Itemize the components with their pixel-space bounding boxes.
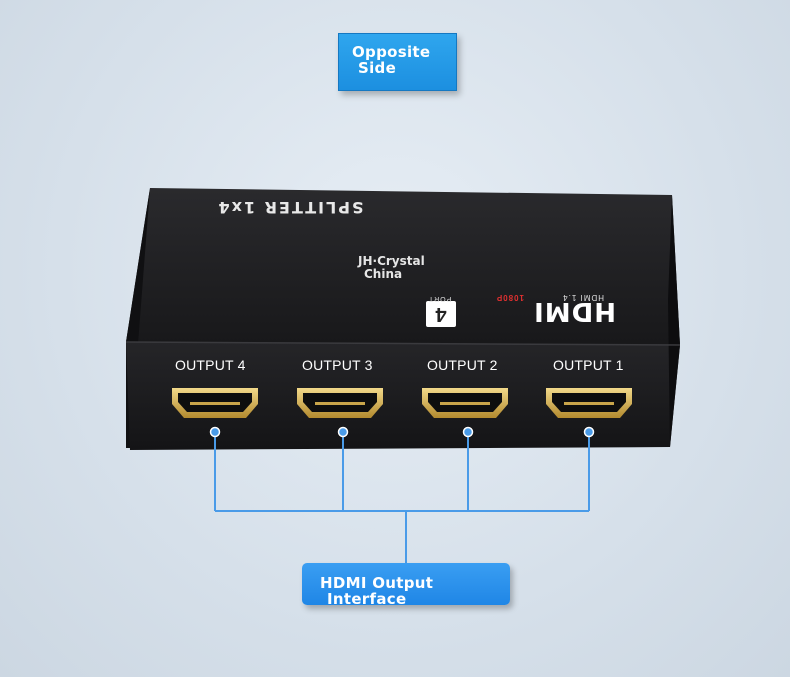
watermark-line1: JH·Crystal xyxy=(358,254,425,268)
hdmi-output-interface-callout: HDMI Output Interface xyxy=(302,563,510,608)
hdmi-logo-port: PORT xyxy=(428,295,452,302)
hdmi-logo-number: 4 xyxy=(426,301,456,327)
device-front-face xyxy=(126,342,680,450)
interface-callout-line1: HDMI Output xyxy=(320,574,434,592)
splitter-top-print: SPLITTER 1x4 xyxy=(216,198,364,217)
hdmi-port-4 xyxy=(172,388,258,418)
hdmi-logo-spec-red: 1080P xyxy=(495,293,524,302)
watermark-line2: China xyxy=(364,267,403,281)
hdmi-port-1 xyxy=(546,388,632,418)
opposite-callout-line1: Opposite xyxy=(352,43,431,61)
output-4-label: OUTPUT 4 xyxy=(175,357,246,373)
hdmi-port-3 xyxy=(297,388,383,418)
hdmi-logo: 4 HDMI PORT 1080P HDMI 1.4 xyxy=(420,293,624,330)
hdmi-port-2 xyxy=(422,388,508,418)
leader-lines xyxy=(214,432,590,563)
leader-dots xyxy=(209,426,595,438)
device-right-side xyxy=(668,195,680,447)
output-3-label: OUTPUT 3 xyxy=(302,357,373,373)
opposite-side-callout: Opposite Side xyxy=(338,33,457,91)
interface-callout-line2: Interface xyxy=(327,590,407,608)
opposite-callout-line2: Side xyxy=(358,59,397,77)
device-top-surface xyxy=(126,188,680,345)
hdmi-logo-spec: HDMI 1.4 xyxy=(562,293,604,302)
output-2-label: OUTPUT 2 xyxy=(427,357,498,373)
output-1-label: OUTPUT 1 xyxy=(553,357,624,373)
